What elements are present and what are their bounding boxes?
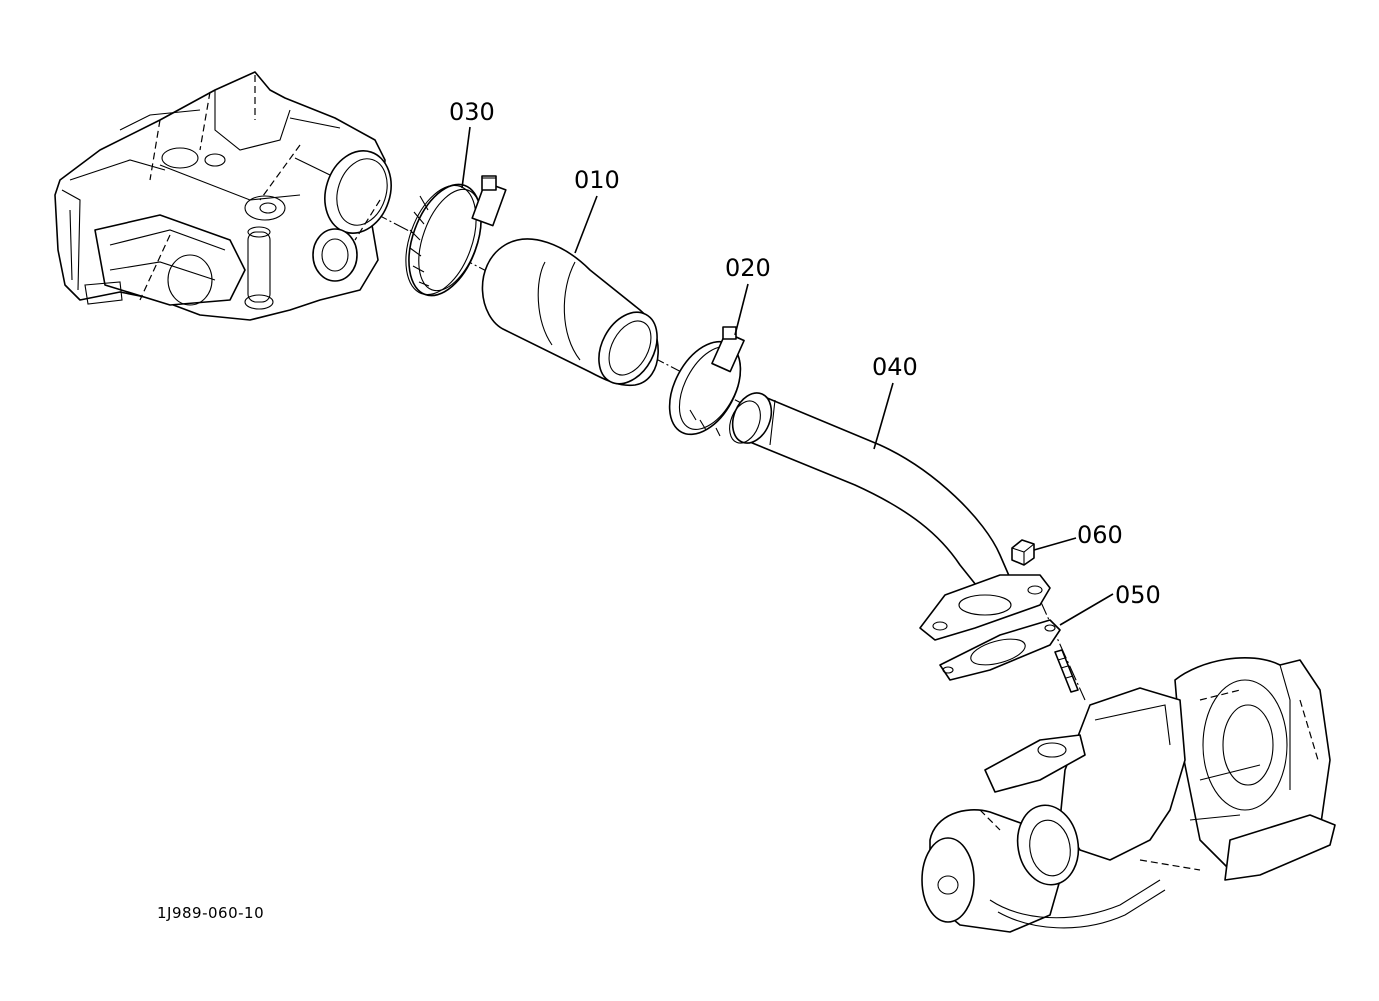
intake-pipe	[729, 392, 1051, 641]
stud-bolt	[1054, 649, 1079, 693]
turbocharger-assembly	[921, 657, 1336, 933]
throttle-body-assembly	[54, 71, 392, 321]
callout-020: 020	[725, 254, 771, 282]
hex-nut	[1011, 539, 1035, 566]
callout-030: 030	[449, 98, 495, 126]
callout-labels: 030 010 020 040 060 050	[449, 98, 1161, 609]
callout-040: 040	[872, 353, 918, 381]
callout-050: 050	[1115, 581, 1161, 609]
hose-clamp-large	[405, 175, 507, 297]
callout-leaders	[461, 126, 1114, 626]
drawing-number: 1J989-060-10	[157, 904, 264, 922]
flange-gasket	[939, 619, 1061, 681]
hose-reducer	[481, 238, 659, 387]
callout-060: 060	[1077, 521, 1123, 549]
hose-clamp-small	[668, 326, 745, 437]
callout-010: 010	[574, 166, 620, 194]
